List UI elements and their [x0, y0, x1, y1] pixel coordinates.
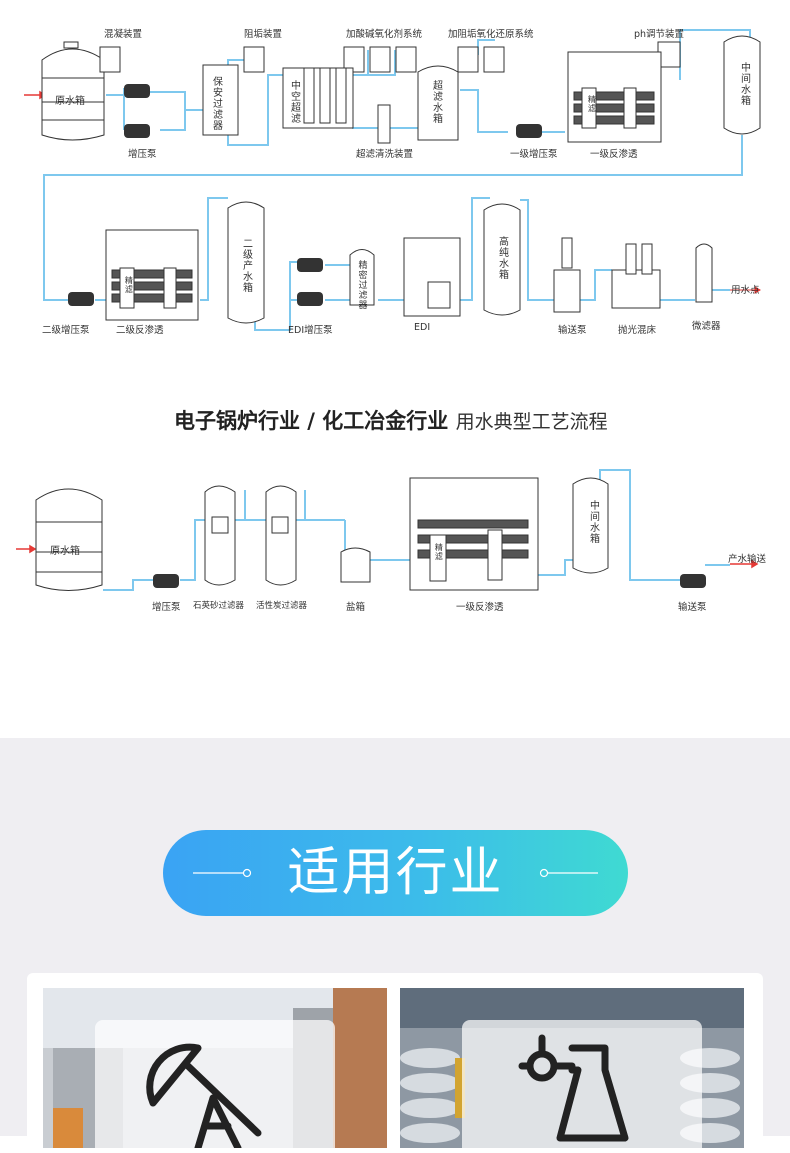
section-title-sub: 用水典型工艺流程 — [455, 411, 608, 433]
label-scale-inhibitor: 阻垢装置 — [244, 29, 283, 40]
label-polish-bed: 抛光混床 — [618, 325, 657, 336]
label-fine-filter-3: 精滤 — [434, 543, 444, 561]
label-micro-filter: 微滤器 — [692, 321, 721, 332]
label-coag-device: 混凝装置 — [104, 29, 143, 40]
section-title: 电子锅炉行业 / 化工冶金行业 用水典型工艺流程 — [174, 405, 608, 435]
label-high-pure-tank: 高纯水箱 — [496, 236, 508, 280]
label-delivery-pump-2: 输送泵 — [678, 602, 707, 613]
process-diagram-1 — [24, 29, 761, 331]
label-precision-filter: 精密过滤器 — [356, 260, 367, 310]
label-uf-tank: 超滤水箱 — [430, 80, 442, 124]
label-anti-scale-reduction: 加阻垢氧化还原系统 — [448, 29, 534, 40]
label-ro1-2: 一级反渗透 — [456, 602, 504, 613]
label-salt-box: 盐箱 — [346, 602, 366, 613]
label-middle-tank-1: 中间水箱 — [738, 62, 750, 106]
process-diagram-2 — [16, 469, 759, 591]
label-fine-filter-1: 精滤 — [587, 95, 597, 113]
section-title-bold: 电子锅炉行业 / 化工冶金行业 — [174, 409, 449, 433]
pump-icon — [153, 574, 706, 588]
pump-icon — [68, 84, 542, 306]
label-ph-device: ph调节装置 — [634, 29, 685, 40]
decoration-lines — [193, 868, 598, 878]
label-carbon-filter: 活性炭过滤器 — [256, 601, 308, 611]
label-delivery-pump-1: 输送泵 — [558, 325, 587, 336]
industry-photo-chemical — [400, 988, 744, 1148]
label-product-delivery: 产水输送 — [728, 554, 767, 565]
oil-pump-jack-icon — [146, 1043, 262, 1148]
label-booster-pump-2: 增压泵 — [152, 602, 181, 613]
label-middle-tank-2: 中间水箱 — [587, 500, 599, 544]
label-use-point: 用水点 — [731, 285, 760, 296]
label-ro2: 二级反渗透 — [116, 325, 164, 336]
industry-title: 适用行业 — [287, 843, 504, 903]
label-acid-base-oxidant: 加酸碱氧化剂系统 — [346, 29, 423, 40]
label-ro1-pump: 一级增压泵 — [510, 149, 558, 160]
chemical-flask-icon — [518, 1034, 629, 1142]
label-secondary-tank: 二级产水箱 — [240, 238, 252, 293]
label-raw-tank-2: 原水箱 — [50, 546, 80, 557]
label-booster-pump-1: 增压泵 — [128, 149, 157, 160]
industry-photo-petroleum — [43, 988, 387, 1148]
label-raw-tank-1: 原水箱 — [55, 96, 85, 107]
label-edi-pump: EDI增压泵 — [288, 325, 333, 336]
industry-title-banner: 适用行业 — [163, 830, 628, 916]
label-edi: EDI — [414, 322, 431, 333]
label-security-filter: 保安过滤器 — [210, 76, 222, 131]
label-hollow-uf: 中空超滤 — [288, 80, 300, 124]
label-quartz-filter: 石英砂过滤器 — [193, 601, 245, 611]
label-uf-clean: 超滤清洗装置 — [356, 149, 414, 160]
label-ro2-pump: 二级增压泵 — [42, 325, 90, 336]
label-fine-filter-2: 精滤 — [124, 276, 134, 294]
label-ro1: 一级反渗透 — [590, 149, 638, 160]
raw-water-tank-1 — [41, 41, 105, 141]
